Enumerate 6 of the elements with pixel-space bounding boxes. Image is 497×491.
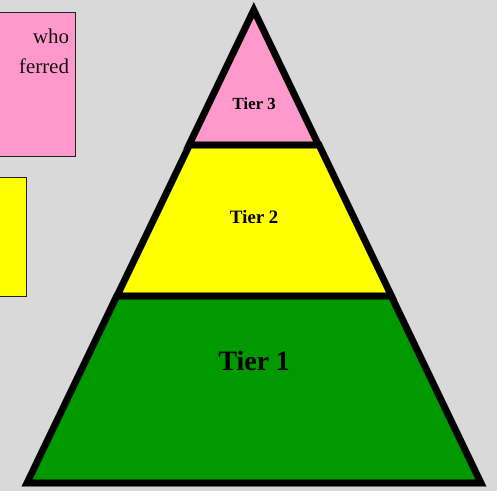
note-text: who ferred: [18, 23, 70, 80]
tier-label: Tier 3: [231, 94, 277, 114]
tier-label: Tier 1: [217, 346, 291, 378]
note-box: [0, 12, 76, 157]
tier-label: Tier 2: [228, 206, 280, 228]
note-box: [0, 177, 27, 297]
